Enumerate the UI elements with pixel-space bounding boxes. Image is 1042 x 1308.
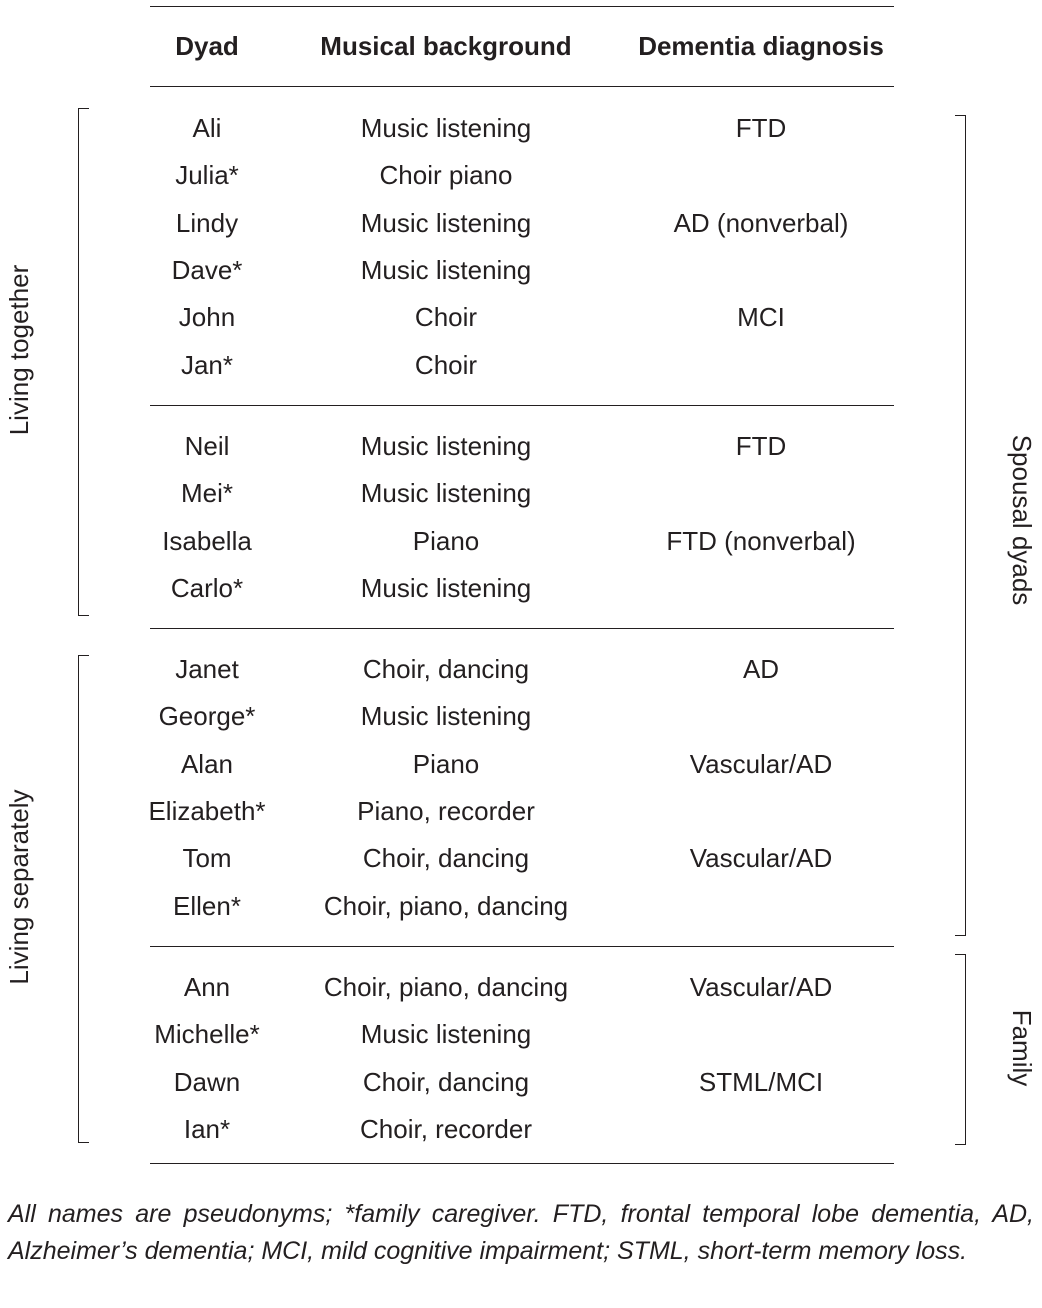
cell-dyad: Dave*: [171, 254, 243, 285]
cell-dyad: Julia*: [175, 160, 239, 191]
cell-dyad: John: [178, 302, 236, 333]
cell-dyad: George*: [158, 701, 256, 732]
cell-musical-background: Music listening: [360, 254, 532, 285]
cell-dementia-diagnosis: AD (nonverbal): [673, 207, 849, 238]
cell-dementia-diagnosis: FTD: [735, 431, 787, 461]
cell-dementia-diagnosis: FTD (nonverbal): [666, 525, 856, 556]
living-separately-label: Living separately: [4, 789, 34, 985]
spousal-dyads-label: Spousal dyads: [1007, 434, 1037, 606]
cell-dyad: Ann: [183, 972, 231, 1002]
cell-musical-background: Choir, piano, dancing: [323, 972, 569, 1002]
cell-dementia-diagnosis: Vascular/AD: [689, 843, 833, 874]
cell-dementia-diagnosis: STML/MCI: [698, 1066, 824, 1097]
living-together-label: Living together: [4, 264, 34, 436]
cell-musical-background: Choir: [414, 349, 478, 380]
cell-dyad: Carlo*: [170, 572, 244, 603]
cell-dyad: Neil: [184, 431, 230, 461]
cell-dyad: Ali: [192, 113, 222, 143]
cell-musical-background: Music listening: [360, 1019, 532, 1050]
living-together-bracket: [78, 108, 89, 616]
family-label: Family: [1007, 1009, 1037, 1087]
cell-dementia-diagnosis: Vascular/AD: [689, 748, 833, 779]
table-bottom-rule: [150, 1163, 894, 1164]
table-top-rule: [150, 6, 894, 7]
cell-musical-background: Music listening: [360, 113, 532, 143]
cell-dementia-diagnosis: MCI: [737, 302, 785, 333]
section-divider-rule: [150, 946, 894, 947]
column-header-musical-background: Musical background: [320, 31, 572, 61]
cell-musical-background: Choir piano: [379, 160, 513, 191]
table-footnote: All names are pseudonyms; *family caregi…: [8, 1200, 1034, 1265]
living-separately-bracket: [78, 655, 89, 1143]
cell-dyad: Ellen*: [173, 890, 241, 921]
cell-musical-background: Choir, dancing: [362, 843, 530, 874]
cell-musical-background: Choir, recorder: [360, 1113, 532, 1144]
cell-dyad: Elizabeth*: [148, 795, 266, 826]
cell-dyad: Alan: [180, 748, 234, 779]
cell-musical-background: Music listening: [360, 478, 532, 509]
cell-dyad: Tom: [182, 843, 232, 874]
cell-musical-background: Music listening: [360, 572, 532, 603]
section-divider-rule: [150, 405, 894, 406]
cell-dyad: Dawn: [173, 1066, 241, 1097]
cell-dyad: Michelle*: [154, 1019, 260, 1050]
cell-dementia-diagnosis: AD: [742, 654, 780, 684]
cell-musical-background: Piano: [412, 525, 480, 556]
cell-musical-background: Choir, piano, dancing: [323, 890, 569, 921]
cell-musical-background: Music listening: [360, 207, 532, 238]
cell-dyad: Mei*: [180, 478, 233, 509]
cell-musical-background: Piano, recorder: [357, 795, 535, 826]
cell-dyad: Jan*: [180, 349, 234, 380]
cell-musical-background: Choir: [414, 302, 478, 333]
cell-dementia-diagnosis: FTD: [735, 113, 787, 143]
spousal-dyads-bracket: [955, 115, 966, 936]
cell-dyad: Janet: [175, 654, 239, 684]
family-bracket: [955, 954, 966, 1145]
header-bottom-rule: [150, 86, 894, 87]
cell-musical-background: Choir, dancing: [362, 1066, 530, 1097]
section-divider-rule: [150, 628, 894, 629]
column-header-dementia-diagnosis: Dementia diagnosis: [638, 31, 884, 61]
cell-dementia-diagnosis: Vascular/AD: [689, 972, 833, 1002]
cell-musical-background: Choir, dancing: [362, 654, 530, 684]
cell-dyad: Ian*: [183, 1113, 231, 1144]
cell-musical-background: Piano: [412, 748, 480, 779]
column-header-dyad: Dyad: [175, 31, 239, 61]
cell-dyad: Isabella: [162, 525, 252, 556]
cell-musical-background: Music listening: [360, 431, 532, 461]
cell-dyad: Lindy: [175, 207, 239, 238]
cell-musical-background: Music listening: [360, 701, 532, 732]
